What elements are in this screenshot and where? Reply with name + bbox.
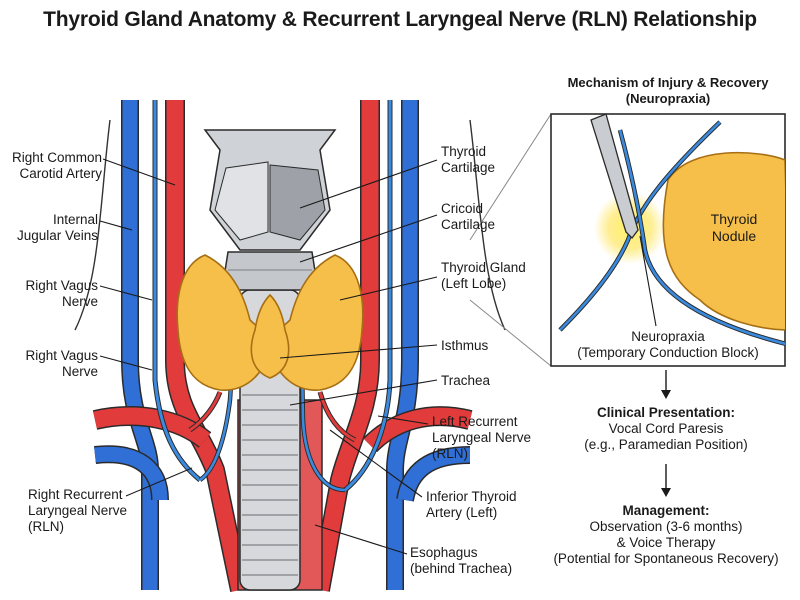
flow-arrows bbox=[661, 370, 671, 497]
inset-heading: Mechanism of Injury & Recovery (Neuropra… bbox=[567, 75, 769, 106]
management-block: Management: Observation (3-6 months) & V… bbox=[540, 503, 792, 567]
label-esophagus: Esophagus (behind Trachea) bbox=[410, 545, 513, 576]
label-inferior-thyroid-artery: Inferior Thyroid Artery (Left) bbox=[426, 489, 517, 520]
thyroid-left-lobe bbox=[270, 254, 364, 391]
thyroid-right-lobe bbox=[176, 254, 270, 391]
label-right-vagus-nerve-lower: Right Vagus Nerve bbox=[25, 348, 98, 379]
neck-outline-right bbox=[469, 119, 506, 331]
inset-nodule-label: Thyroid Nodule bbox=[710, 211, 758, 244]
thyroid-gland bbox=[176, 254, 364, 391]
label-thyroid-cartilage: Thyroid Cartilage bbox=[441, 144, 496, 175]
management-heading: Management: bbox=[622, 503, 710, 518]
label-left-recurrent-laryngeal-nerve: Left Recurrent Laryngeal Nerve (RLN) bbox=[432, 414, 532, 461]
clinical-presentation-block: Clinical Presentation: Vocal Cord Paresi… bbox=[548, 405, 784, 453]
clinical-presentation-heading: Clinical Presentation: bbox=[596, 405, 736, 420]
surgical-instrument bbox=[590, 114, 639, 239]
right-leader-lines bbox=[279, 159, 438, 555]
left-leader-lines bbox=[99, 158, 193, 497]
callout-line-top bbox=[469, 113, 552, 241]
label-thyroid-gland-left-lobe: Thyroid Gland (Left Lobe) bbox=[441, 260, 526, 291]
label-right-recurrent-laryngeal-nerve: Right Recurrent Laryngeal Nerve (RLN) bbox=[28, 487, 128, 534]
inset-neuropraxia-label: Neuropraxia (Temporary Conduction Block) bbox=[577, 329, 759, 360]
neck-outline-left bbox=[74, 119, 111, 331]
label-internal-jugular-veins: Internal Jugular Veins bbox=[16, 212, 98, 243]
neuropraxia-inset bbox=[550, 113, 786, 367]
thyroid-cartilage bbox=[203, 129, 337, 251]
nodule-blob bbox=[662, 151, 785, 331]
page-title: Thyroid Gland Anatomy & Recurrent Laryng… bbox=[43, 8, 757, 31]
label-cricoid-cartilage: Cricoid Cartilage bbox=[441, 201, 496, 232]
label-isthmus: Isthmus bbox=[441, 338, 489, 353]
label-right-common-carotid-artery: Right Common Carotid Artery bbox=[11, 150, 102, 181]
label-trachea: Trachea bbox=[441, 373, 491, 388]
thyroid-isthmus-pyramidal bbox=[250, 293, 290, 379]
callout-line-bottom bbox=[469, 299, 552, 367]
label-right-vagus-nerve-upper: Right Vagus Nerve bbox=[25, 278, 98, 309]
